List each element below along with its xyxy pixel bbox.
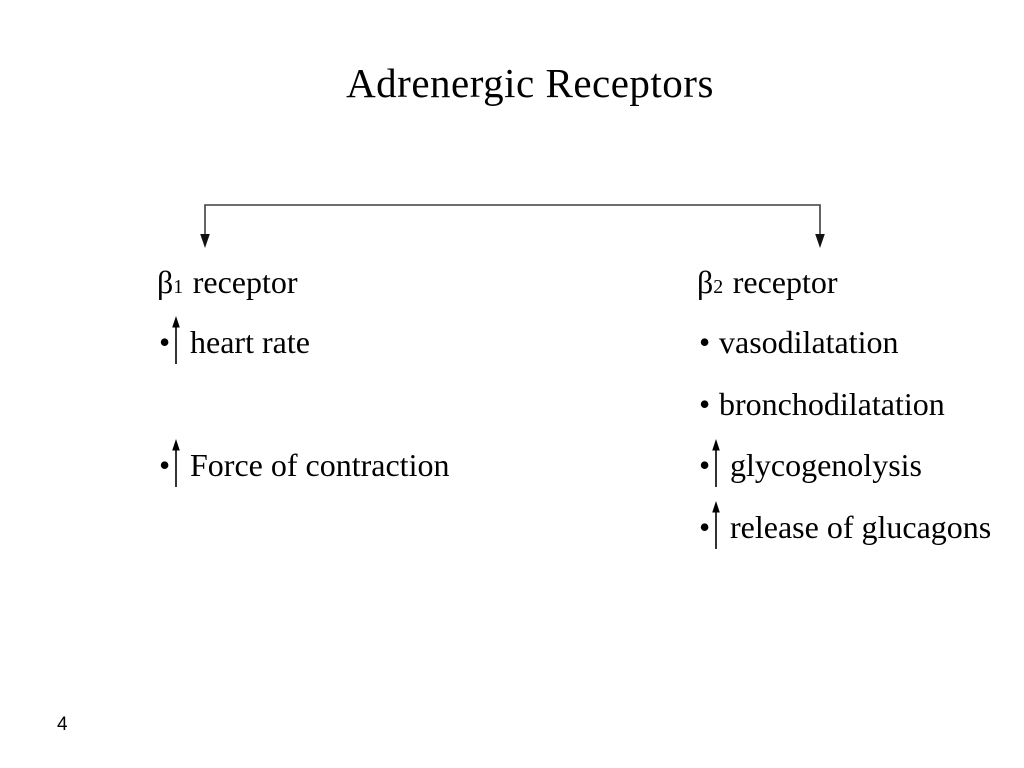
branch-connector-bracket xyxy=(200,204,825,248)
up-arrow-icon xyxy=(712,439,720,487)
bullet-icon: • xyxy=(159,447,171,483)
beta-symbol: β xyxy=(157,264,174,300)
beta1-subscript: 1 xyxy=(173,276,184,298)
list-item-heart-rate: • heart rate xyxy=(157,316,310,364)
up-arrow-icon xyxy=(172,439,180,487)
beta2-receptor-header: β2 receptor xyxy=(697,262,838,307)
down-arrowhead-right-icon xyxy=(815,234,825,248)
bullet-icon: • xyxy=(159,324,171,360)
up-arrow-icon xyxy=(712,501,720,549)
list-item-vasodilatation: • vasodilatation xyxy=(697,322,899,362)
list-item-label: heart rate xyxy=(190,324,310,360)
bullet-icon: • xyxy=(699,324,711,360)
receptor-label: receptor xyxy=(192,264,298,300)
beta2-subscript: 2 xyxy=(713,276,724,298)
bullet-icon: • xyxy=(699,509,711,545)
bullet-icon: • xyxy=(699,386,711,422)
beta1-receptor-header: β1 receptor xyxy=(157,262,298,307)
list-item-label: vasodilatation xyxy=(719,324,899,360)
receptor-label: receptor xyxy=(732,264,838,300)
list-item-label: bronchodilatation xyxy=(719,386,945,422)
down-arrowhead-left-icon xyxy=(200,234,210,248)
list-item-bronchodilatation: • bronchodilatation xyxy=(697,384,945,424)
list-item-label: glycogenolysis xyxy=(730,447,922,483)
up-arrow-icon xyxy=(172,316,180,364)
beta-symbol: β xyxy=(697,264,714,300)
list-item-release-of-glucagons: • release of glucagons xyxy=(697,501,992,549)
slide-title: Adrenergic Receptors xyxy=(346,60,714,106)
list-item-label: release of glucagons xyxy=(730,509,992,545)
list-item-label: Force of contraction xyxy=(190,447,450,483)
bullet-icon: • xyxy=(699,447,711,483)
list-item-glycogenolysis: • glycogenolysis xyxy=(697,439,922,487)
slide-page-number: 4 xyxy=(57,714,68,735)
list-item-force-of-contraction: • Force of contraction xyxy=(157,439,450,487)
